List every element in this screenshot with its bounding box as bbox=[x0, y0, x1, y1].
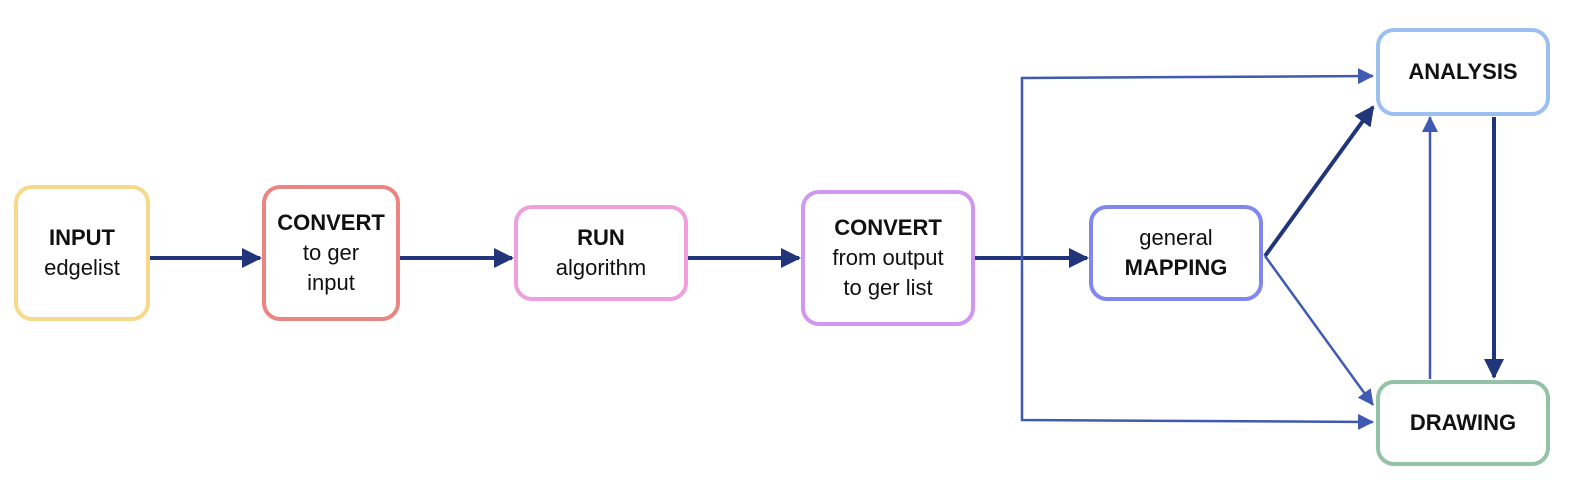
arrow-mapping-to-drawing bbox=[1263, 255, 1375, 406]
convert-input-node-line2: to ger bbox=[302, 240, 360, 265]
convert-input-node-title: CONVERT bbox=[277, 210, 385, 235]
mapping-node: general MAPPING bbox=[1089, 205, 1263, 301]
arrow-mapping-to-analysis bbox=[1263, 105, 1375, 258]
run-node: RUN algorithm bbox=[514, 205, 688, 301]
input-node: INPUT edgelist bbox=[14, 185, 150, 321]
convert-input-node: CONVERT to ger input bbox=[262, 185, 400, 321]
convert-output-node-line2: from output bbox=[832, 245, 944, 270]
drawing-node-title: DRAWING bbox=[1409, 410, 1517, 435]
run-node-title: RUN bbox=[577, 225, 625, 250]
convert-output-node-title: CONVERT bbox=[834, 215, 942, 240]
analysis-node: ANALYSIS bbox=[1376, 28, 1550, 116]
input-node-title: INPUT bbox=[49, 225, 115, 250]
arrow-convert-to-analysis bbox=[1020, 68, 1374, 258]
arrow-convert-to-drawing bbox=[1020, 258, 1374, 430]
convert-input-node-line3: input bbox=[307, 270, 355, 295]
run-node-subtitle: algorithm bbox=[555, 255, 647, 280]
analysis-node-title: ANALYSIS bbox=[1408, 59, 1518, 84]
convert-output-node: CONVERT from output to ger list bbox=[801, 190, 975, 326]
mapping-node-title: MAPPING bbox=[1124, 255, 1228, 280]
drawing-node: DRAWING bbox=[1376, 380, 1550, 466]
convert-output-node-line3: to ger list bbox=[843, 275, 933, 300]
mapping-node-prefix: general bbox=[1139, 225, 1213, 250]
input-node-subtitle: edgelist bbox=[44, 255, 120, 280]
